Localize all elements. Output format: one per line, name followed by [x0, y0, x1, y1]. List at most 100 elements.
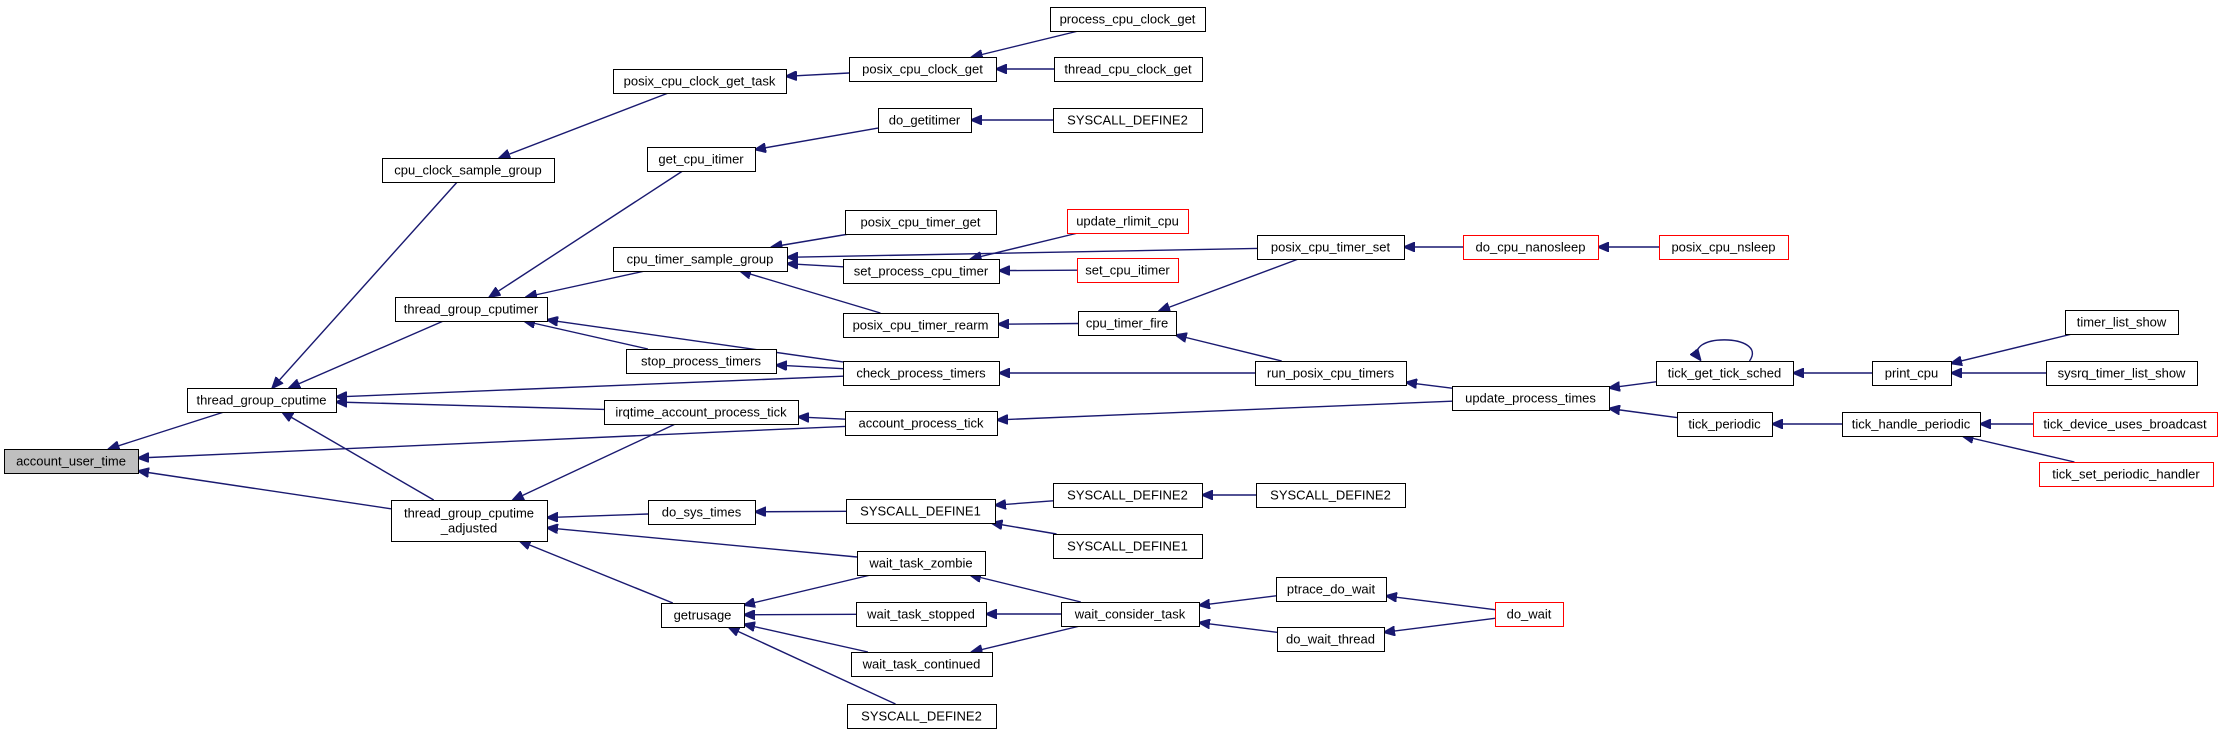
node-label: run_posix_cpu_timers [1267, 366, 1395, 381]
node-box [1077, 258, 1179, 283]
node-posix-cpu-timer-rearm[interactable]: posix_cpu_timer_rearm [843, 313, 999, 338]
node-do-sys-times[interactable]: do_sys_times [648, 500, 756, 525]
node-label: thread_cpu_clock_get [1064, 62, 1192, 77]
node-box [1067, 209, 1189, 234]
node-label: do_cpu_nanosleep [1476, 240, 1586, 255]
node-set-cpu-itimer[interactable]: set_cpu_itimer [1077, 258, 1179, 283]
node-box [843, 361, 1000, 386]
node-label: _adjusted [440, 521, 497, 536]
node-set-process-cpu-timer[interactable]: set_process_cpu_timer [843, 259, 1000, 284]
node-label: do_sys_times [662, 505, 742, 520]
node-tick-set-periodic-handler[interactable]: tick_set_periodic_handler [2039, 462, 2214, 487]
node-thread-group-cputime-adjusted[interactable]: thread_group_cputime_adjusted [391, 500, 548, 542]
node-box [647, 147, 756, 172]
edge-process_cpu_clock_get-to-posix_cpu_clock_get [972, 30, 1079, 57]
node-thread-group-cputimer[interactable]: thread_group_cputimer [395, 297, 548, 322]
node-box [1255, 361, 1407, 386]
node-box [4, 449, 139, 474]
edge-tick_get_tick_sched-to-update_process_times [1609, 381, 1657, 388]
edge-wait_task_continued-to-getrusage [744, 624, 869, 653]
node-box [1452, 386, 1610, 411]
node-cpu-clock-sample-group[interactable]: cpu_clock_sample_group [382, 158, 555, 183]
node-do-cpu-nanosleep[interactable]: do_cpu_nanosleep [1463, 235, 1599, 260]
edge-update_process_times-to-account_process_tick [997, 400, 1453, 420]
edge-do_wait-to-do_wait_thread [1384, 617, 1496, 632]
node-account-user-time[interactable]: account_user_time [4, 449, 139, 474]
node-irqtime-account-process-tick[interactable]: irqtime_account_process_tick [604, 400, 799, 425]
node-print-cpu[interactable]: print_cpu [1872, 361, 1952, 386]
node-label: cpu_timer_sample_group [627, 252, 774, 267]
node-wait-consider-task[interactable]: wait_consider_task [1061, 602, 1200, 627]
edge-run_posix_cpu_timers-to-cpu_timer_fire [1176, 335, 1282, 362]
edge-set_process_cpu_timer-to-cpu_timer_sample_group [787, 264, 844, 267]
node-update-rlimit-cpu[interactable]: update_rlimit_cpu [1067, 209, 1189, 234]
node-getrusage[interactable]: getrusage [661, 603, 745, 628]
node-posix-cpu-timer-set[interactable]: posix_cpu_timer_set [1257, 235, 1405, 260]
node-check-process-timers[interactable]: check_process_timers [843, 361, 1000, 386]
node-box [613, 247, 788, 272]
node-SYSCALL-DEFINE2-getitimer[interactable]: SYSCALL_DEFINE2 [1053, 108, 1203, 133]
node-label: wait_task_stopped [866, 607, 975, 622]
node-process-cpu-clock-get[interactable]: process_cpu_clock_get [1050, 7, 1206, 32]
node-label: set_process_cpu_timer [854, 264, 989, 279]
node-label: wait_consider_task [1074, 607, 1186, 622]
node-wait-task-stopped[interactable]: wait_task_stopped [856, 602, 987, 627]
node-box [1277, 627, 1385, 652]
node-box [604, 400, 799, 425]
node-tick-handle-periodic[interactable]: tick_handle_periodic [1842, 412, 1981, 437]
node-SYSCALL-DEFINE2-b[interactable]: SYSCALL_DEFINE2 [1053, 483, 1203, 508]
node-label: SYSCALL_DEFINE2 [1067, 113, 1188, 128]
node-run-posix-cpu-timers[interactable]: run_posix_cpu_timers [1255, 361, 1407, 386]
node-timer-list-show[interactable]: timer_list_show [2065, 310, 2179, 335]
node-box [626, 349, 777, 374]
node-box [1053, 483, 1203, 508]
node-label: SYSCALL_DEFINE1 [860, 504, 981, 519]
node-box [1659, 235, 1789, 260]
node-do-wait-thread[interactable]: do_wait_thread [1277, 627, 1385, 652]
node-get-cpu-itimer[interactable]: get_cpu_itimer [647, 147, 756, 172]
node-label: tick_device_uses_broadcast [2043, 417, 2207, 432]
node-do-getitimer[interactable]: do_getitimer [878, 108, 972, 133]
node-box [856, 602, 987, 627]
node-SYSCALL-DEFINE2-c[interactable]: SYSCALL_DEFINE2 [1256, 483, 1406, 508]
node-box [845, 210, 997, 235]
node-cpu-timer-fire[interactable]: cpu_timer_fire [1078, 311, 1177, 336]
node-label: do_wait [1507, 607, 1552, 622]
node-label: cpu_clock_sample_group [394, 163, 541, 178]
node-tick-get-tick-sched[interactable]: tick_get_tick_sched [1656, 361, 1794, 386]
edge-posix_cpu_timer_get-to-cpu_timer_sample_group [772, 233, 850, 247]
node-thread-group-cputime[interactable]: thread_group_cputime [187, 388, 337, 413]
node-SYSCALL-DEFINE2-getrusage[interactable]: SYSCALL_DEFINE2 [847, 704, 997, 729]
node-cpu-timer-sample-group[interactable]: cpu_timer_sample_group [613, 247, 788, 272]
node-box [661, 603, 745, 628]
edge-thread_group_cputime_adjusted-to-thread_group_cputime [282, 412, 435, 501]
node-posix-cpu-timer-get[interactable]: posix_cpu_timer_get [845, 210, 997, 235]
edge-cpu_timer_sample_group-to-thread_group_cputimer [526, 270, 646, 297]
edge-SYSCALL_DEFINE1_b-to-SYSCALL_DEFINE1_a [992, 523, 1057, 535]
edge-timer_list_show-to-print_cpu [1951, 333, 2073, 363]
node-wait-task-continued[interactable]: wait_task_continued [851, 652, 993, 677]
node-posix-cpu-clock-get-task[interactable]: posix_cpu_clock_get_task [613, 69, 787, 94]
node-update-process-times[interactable]: update_process_times [1452, 386, 1610, 411]
node-tick-periodic[interactable]: tick_periodic [1677, 412, 1773, 437]
node-ptrace-do-wait[interactable]: ptrace_do_wait [1276, 577, 1387, 602]
node-SYSCALL-DEFINE1-b[interactable]: SYSCALL_DEFINE1 [1053, 534, 1203, 559]
edge-posix_cpu_clock_get-to-posix_cpu_clock_get_task [786, 73, 850, 76]
edge-do_sys_times-to-thread_group_cputime_adjusted [547, 514, 649, 518]
node-thread-cpu-clock-get[interactable]: thread_cpu_clock_get [1054, 57, 1203, 82]
node-do-wait[interactable]: do_wait [1495, 602, 1564, 627]
node-box [849, 57, 997, 82]
node-SYSCALL-DEFINE1-a[interactable]: SYSCALL_DEFINE1 [846, 499, 996, 524]
node-posix-cpu-clock-get[interactable]: posix_cpu_clock_get [849, 57, 997, 82]
edge-getrusage-to-thread_group_cputime_adjusted [520, 541, 674, 604]
node-wait-task-zombie[interactable]: wait_task_zombie [857, 551, 986, 576]
edge-tick_periodic-to-update_process_times [1609, 409, 1678, 419]
node-posix-cpu-nsleep[interactable]: posix_cpu_nsleep [1659, 235, 1789, 260]
node-label: thread_group_cputime [404, 506, 534, 521]
edge-cpu_timer_fire-to-posix_cpu_timer_rearm [998, 324, 1079, 325]
node-label: cpu_timer_fire [1086, 316, 1168, 331]
node-tick-device-uses-broadcast[interactable]: tick_device_uses_broadcast [2033, 412, 2218, 437]
node-sysrq-timer-list-show[interactable]: sysrq_timer_list_show [2046, 361, 2198, 386]
node-stop-process-timers[interactable]: stop_process_timers [626, 349, 777, 374]
node-account-process-tick[interactable]: account_process_tick [845, 411, 998, 436]
